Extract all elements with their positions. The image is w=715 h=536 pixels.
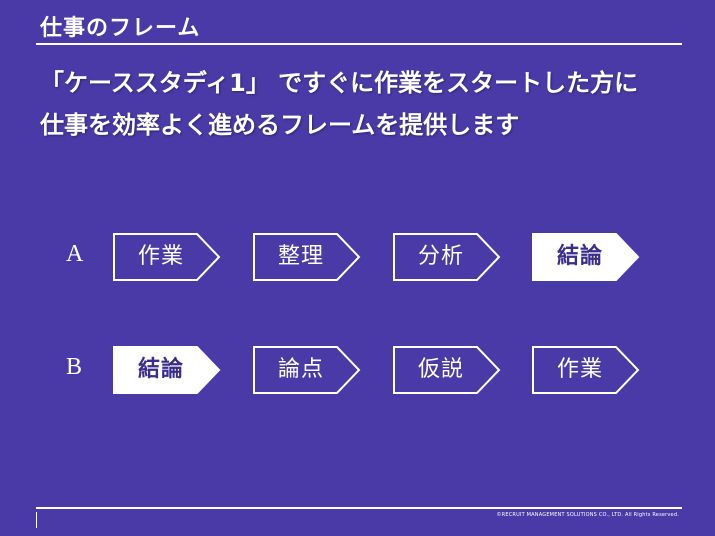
chevron-arrow-shape bbox=[532, 346, 640, 394]
headline: 「ケーススタディ1」 ですぐに作業をスタートした方に 仕事を効率よく進めるフレー… bbox=[40, 62, 700, 146]
footer-divider bbox=[36, 507, 682, 509]
chevron-arrow-shape bbox=[113, 233, 221, 281]
chevron-arrow-shape bbox=[253, 346, 361, 394]
chevron-arrow-shape bbox=[393, 233, 501, 281]
chevron-arrow-shape bbox=[253, 233, 361, 281]
row-a: A 作業 整理 分析 結論 bbox=[0, 233, 715, 281]
step-a-3: 分析 bbox=[393, 233, 501, 281]
chevron-arrow-shape-filled bbox=[113, 346, 221, 394]
step-a-2: 整理 bbox=[253, 233, 361, 281]
footer-tick bbox=[36, 512, 37, 528]
step-a-1: 作業 bbox=[113, 233, 221, 281]
step-b-2: 論点 bbox=[253, 346, 361, 394]
headline-line-2: 仕事を効率よく進めるフレームを提供します bbox=[40, 111, 520, 139]
step-label: 結論 bbox=[137, 357, 184, 382]
header-divider bbox=[36, 43, 682, 45]
step-label: 整理 bbox=[277, 244, 324, 269]
row-label-b: B bbox=[66, 354, 83, 380]
step-b-4: 作業 bbox=[532, 346, 640, 394]
step-b-3: 仮説 bbox=[393, 346, 501, 394]
chevron-arrow-shape-filled bbox=[532, 233, 640, 281]
headline-line-1: 「ケーススタディ1」 ですぐに作業をスタートした方に bbox=[40, 69, 639, 97]
step-label: 論点 bbox=[277, 357, 324, 382]
copyright-notice: ©RECRUIT MANAGEMENT SOLUTIONS CO., LTD. … bbox=[496, 512, 679, 518]
step-b-1-highlighted: 結論 bbox=[113, 346, 221, 394]
row-b: B 結論 論点 仮説 作業 bbox=[0, 346, 715, 394]
row-label-a: A bbox=[66, 241, 84, 267]
step-label: 作業 bbox=[556, 357, 603, 382]
chevron-arrow-shape bbox=[393, 346, 501, 394]
slide-title: 仕事のフレーム bbox=[40, 16, 201, 41]
step-label: 結論 bbox=[556, 244, 603, 269]
step-label: 作業 bbox=[137, 244, 184, 269]
step-label: 仮説 bbox=[417, 357, 464, 382]
step-label: 分析 bbox=[417, 244, 464, 269]
step-a-4-highlighted: 結論 bbox=[532, 233, 640, 281]
